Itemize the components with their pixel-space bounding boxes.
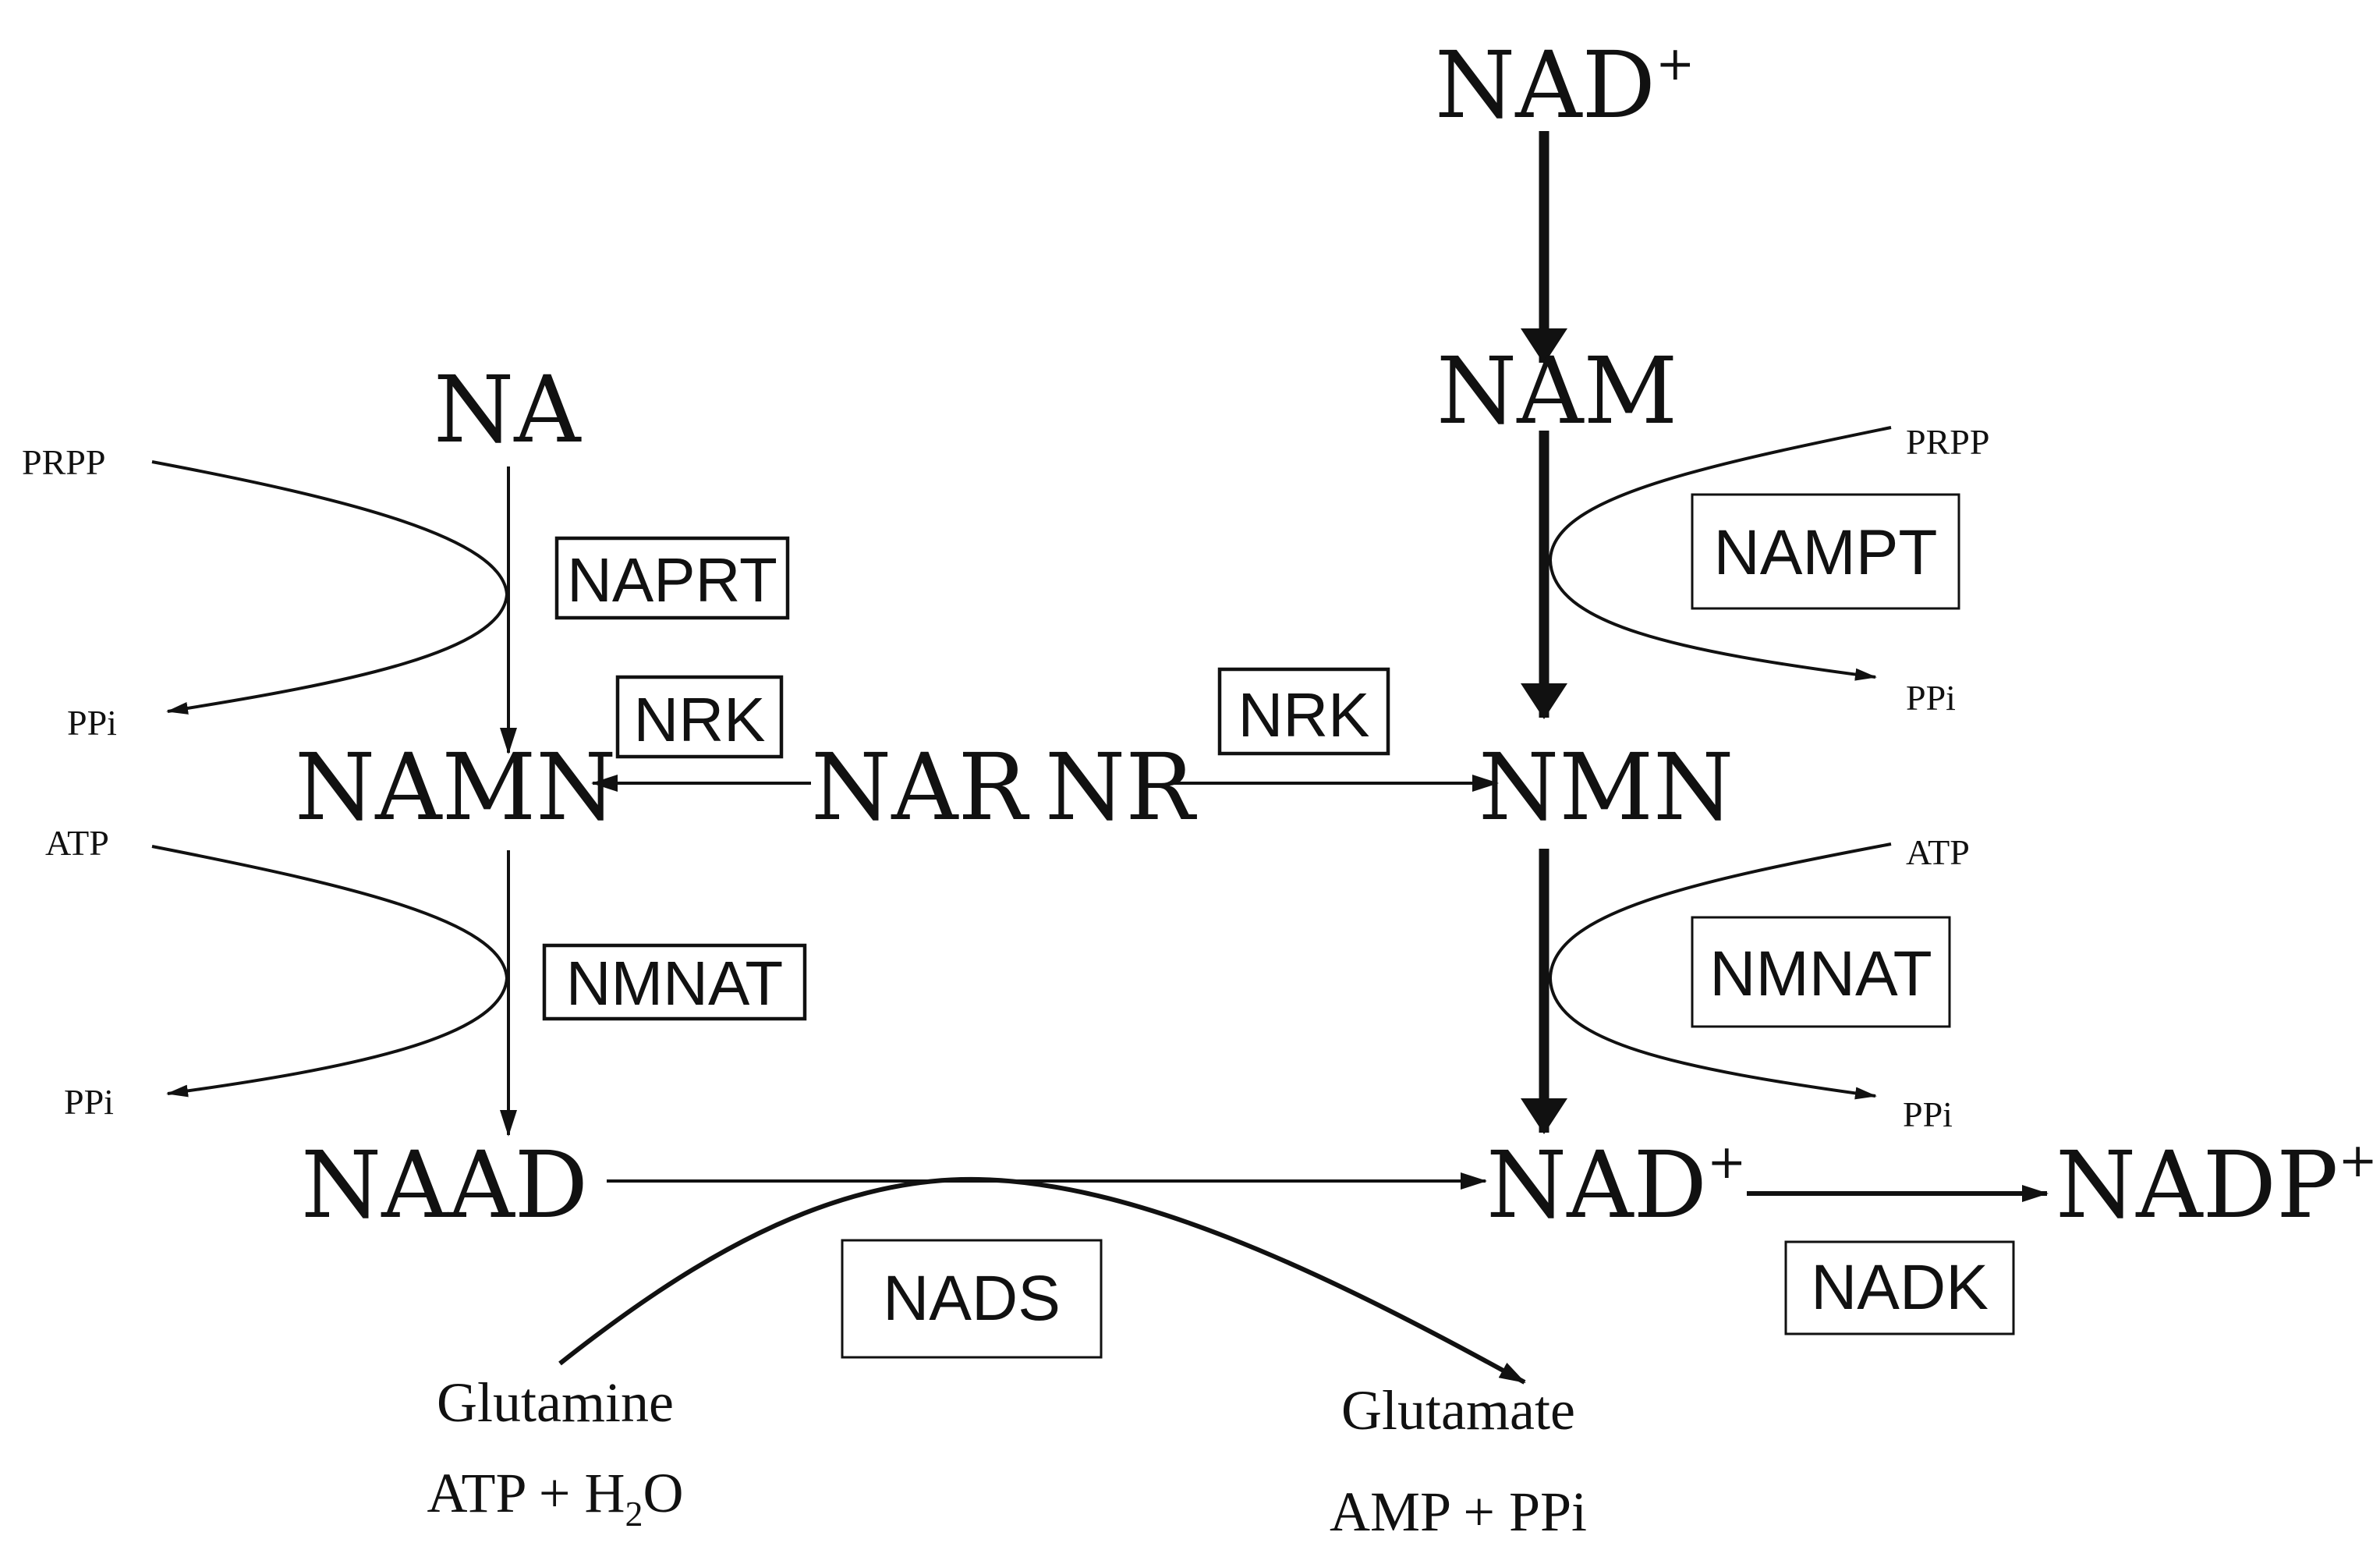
label-left-ppi-1: PPi (67, 703, 117, 743)
label-right-ppi-1: PPi (1906, 678, 1956, 718)
metabolite-nadp: NADP+ (2056, 1131, 2378, 1239)
label-right-ppi-2: PPi (1903, 1094, 1953, 1134)
enzyme-nrk-left: NRK (615, 675, 784, 759)
label-left-ppi-2: PPi (64, 1082, 114, 1122)
metabolite-nad-top: NAD+ (1435, 31, 1695, 139)
label-atp-h2o: ATP + H2O (427, 1462, 684, 1534)
label-left-prpp: PRPP (22, 442, 105, 482)
curve-nampt-prpp-ppi (1548, 426, 1892, 681)
label-right-atp: ATP (1906, 832, 1970, 872)
label-amp-ppi: AMP + PPi (1330, 1481, 1587, 1543)
enzyme-nads: NADS (841, 1239, 1103, 1359)
enzyme-nmnat-right: NMNAT (1691, 916, 1951, 1028)
curve-nmnat-left-atp-ppi (151, 845, 509, 1098)
curve-nmnat-right-atp-ppi (1548, 842, 1892, 1100)
enzyme-nrk-right: NRK (1217, 667, 1390, 756)
metabolite-nar: NAR (811, 733, 1029, 841)
metabolite-nam: NAM (1436, 337, 1677, 445)
enzyme-nmnat-left: NMNAT (542, 943, 807, 1021)
enzyme-nampt: NAMPT (1691, 493, 1960, 610)
metabolite-nad-bottom: NAD+ (1486, 1131, 1746, 1239)
label-glutamine: Glutamine (437, 1371, 674, 1434)
enzyme-nrk-right-label: NRK (1238, 680, 1370, 750)
enzyme-nadk: NADK (1784, 1240, 2015, 1335)
enzyme-nmnat-right-label: NMNAT (1709, 938, 1932, 1009)
enzyme-naprt-label: NAPRT (567, 545, 777, 615)
metabolite-na: NA (434, 356, 582, 463)
label-glutamate: Glutamate (1341, 1379, 1575, 1442)
curve-naprt-prpp-ppi (151, 460, 509, 715)
metabolite-nr: NR (1045, 733, 1197, 841)
metabolite-naad: NAAD (301, 1131, 588, 1239)
curve-nads-glutamine-glutamate (558, 1176, 1526, 1385)
enzyme-nampt-label: NAMPT (1714, 517, 1938, 588)
metabolite-nmn: NMN (1479, 733, 1734, 841)
enzyme-naprt: NAPRT (554, 536, 790, 620)
enzyme-nads-label: NADS (883, 1263, 1061, 1334)
label-left-atp: ATP (45, 823, 109, 863)
enzyme-nmnat-left-label: NMNAT (566, 949, 783, 1018)
metabolite-namn: NAMN (295, 733, 617, 841)
label-right-prpp: PRPP (1906, 422, 1989, 462)
enzyme-nadk-label: NADK (1811, 1252, 1989, 1323)
enzyme-nrk-left-label: NRK (634, 685, 766, 754)
